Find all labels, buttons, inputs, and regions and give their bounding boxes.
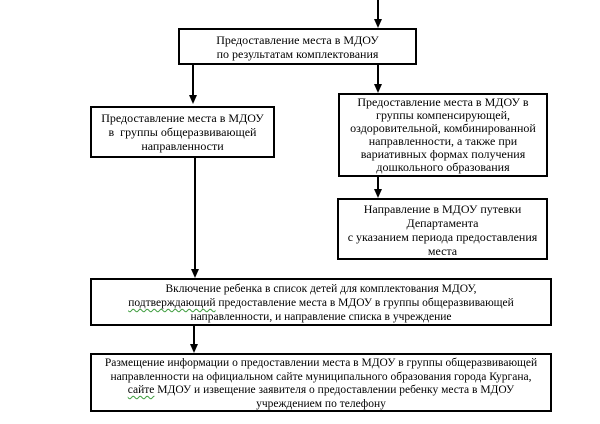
flow-box-general-developmental: Предоставление места в МДОУ в группы общ… — [90, 106, 275, 158]
text-line: направленности, а также при — [368, 134, 518, 148]
text-line: Включение ребенка в список детей для ком… — [165, 283, 477, 295]
text-line: Предоставление места в МДОУ — [101, 111, 264, 125]
text-line: оздоровительной, комбинированной — [350, 121, 536, 135]
flow-box-compensating-combined: Предоставление места в МДОУ в группы ком… — [338, 93, 548, 177]
spellcheck-marked-word: подтверждающий — [128, 297, 216, 309]
text-line: Направление в МДОУ путевки — [363, 202, 522, 216]
flow-box-provision-by-results: Предоставление места в МДОУ по результат… — [178, 28, 417, 65]
text-line: вариативных формах получения — [360, 147, 526, 161]
text-line: Департамента — [406, 216, 479, 230]
text-line: Размещение информации о предоставлении м… — [104, 357, 538, 369]
text-line: сайте МДОУ и извещение заявителя о предо… — [92, 384, 550, 398]
text-segment: МДОУ и извещение заявителя о предоставле… — [154, 384, 515, 396]
text-line: Предоставление места в МДОУ в — [357, 95, 529, 109]
text-line: с указанием периода предоставления — [347, 230, 538, 244]
arrow-to-referral-arrowhead — [373, 189, 382, 198]
flow-box-referral-voucher: Направление в МДОУ путевки Департамента … — [337, 198, 548, 260]
text-line: подтверждающий предоставление места в МД… — [92, 296, 550, 310]
text-line: направленности — [141, 139, 224, 153]
arrow-to-posting-arrowhead — [189, 344, 198, 353]
text-line: места — [427, 244, 458, 258]
arrow-to-general-arrowhead — [188, 95, 197, 104]
text-line: по результатам комплектования — [216, 47, 379, 61]
arrow-to-compensating-stem — [377, 65, 379, 84]
text-line: в группы общеразвивающей — [108, 125, 257, 139]
text-line: направленности на официальном сайте муни… — [110, 370, 532, 383]
arrow-to-general-stem — [192, 65, 194, 95]
arrow-to-inclusion-stem — [194, 158, 196, 269]
text-segment: предоставление места в МДОУ в группы общ… — [215, 297, 514, 309]
arrow-entry-stem — [377, 0, 379, 19]
flow-box-information-posting: Размещение информации о предоставлении м… — [90, 353, 552, 412]
arrow-to-inclusion-arrowhead — [190, 269, 199, 278]
arrow-to-referral-stem — [377, 177, 379, 189]
text-line: группы компенсирующей, — [376, 108, 510, 122]
text-line: направленности, и направление списка в у… — [190, 311, 452, 323]
arrow-entry-arrowhead — [373, 19, 382, 28]
text-line: Предоставление места в МДОУ — [216, 33, 379, 47]
spellcheck-marked-word: сайте — [127, 384, 155, 396]
text-line: учреждением по телефону — [256, 397, 386, 410]
flow-box-inclusion-in-list: Включение ребенка в список детей для ком… — [90, 278, 552, 326]
arrow-to-posting-stem — [193, 326, 195, 344]
text-line: дошкольного образования — [376, 160, 510, 174]
arrow-to-compensating-arrowhead — [373, 84, 382, 93]
